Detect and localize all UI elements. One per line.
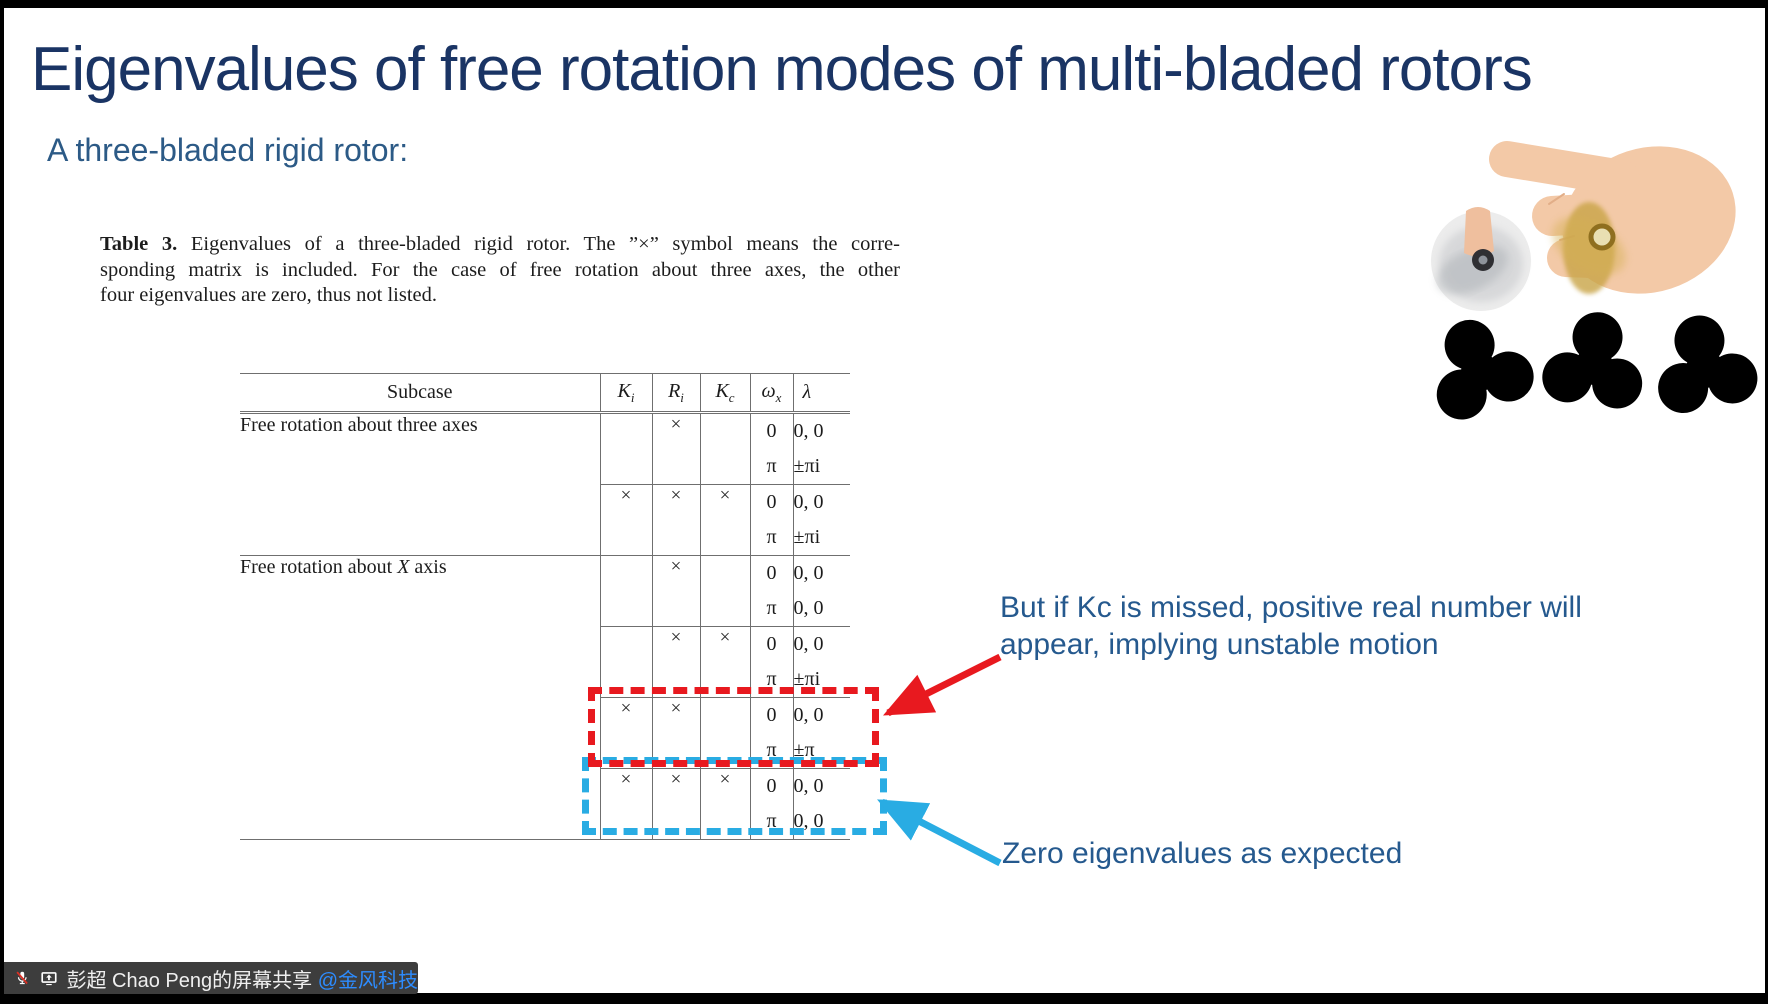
- share-bar-mention: @金风科技: [317, 969, 418, 992]
- red-arrow: [882, 653, 1002, 717]
- ri-cell: ×: [651, 555, 700, 627]
- ki-cell: ×: [599, 768, 652, 840]
- kc-cell: ×: [699, 626, 750, 698]
- caption-line2: sponding matrix is included. For the cas…: [100, 258, 900, 281]
- hand-photo: [1431, 141, 1736, 311]
- kc-cell: [699, 555, 750, 627]
- ri-cell: ×: [651, 412, 700, 485]
- ki-cell: [599, 412, 652, 485]
- omega-cell: 0: [749, 697, 793, 733]
- omega-cell: π: [749, 449, 793, 485]
- table-row: Free rotation about X axis × 0 0, 0: [240, 555, 850, 840]
- screen-share-bar[interactable]: 彭超 Chao Peng的屏幕共享 @金风科技: [4, 962, 418, 994]
- kc-cell: ×: [699, 768, 750, 840]
- table-row: × × 0 0, 0: [240, 626, 850, 698]
- ki-cell: ×: [599, 484, 652, 556]
- screen-share-icon: [40, 972, 57, 986]
- table-header-row: Subcase Ki Ri Kc ωx λ: [240, 373, 850, 414]
- annotation-unstable: But if Kc is missed, positive real numbe…: [1000, 589, 1680, 663]
- ri-cell: ×: [651, 626, 700, 698]
- header-subcase: Subcase: [240, 373, 600, 414]
- annotation-zero-eigenvalues: Zero eigenvalues as expected: [1002, 837, 1403, 870]
- table-row: Free rotation about three axes × 0 0, 0: [240, 412, 850, 485]
- ki-cell: [599, 555, 652, 627]
- fidget-spinner: [1418, 307, 1545, 434]
- lambda-cell: 0, 0: [792, 626, 850, 662]
- table-row: π ±πi: [240, 520, 850, 556]
- table-row: π ±πi: [240, 449, 850, 485]
- omega-cell: π: [749, 520, 793, 556]
- lambda-cell: ±πi: [792, 449, 850, 485]
- table-row-unstable: × × 0 0, 0: [240, 697, 850, 769]
- slide: Eigenvalues of free rotation modes of mu…: [4, 8, 1768, 994]
- slide-subtitle: A three-bladed rigid rotor:: [47, 132, 409, 168]
- ri-cell: ×: [651, 484, 700, 556]
- header-lambda: λ: [792, 373, 850, 414]
- caption-label: Table 3.: [100, 233, 178, 255]
- fidget-spinner: [1645, 306, 1768, 429]
- table-row: × × × 0 0, 0: [240, 484, 850, 556]
- header-ri: Ri: [651, 373, 700, 414]
- omega-cell: 0: [749, 626, 793, 662]
- omega-cell: 0: [749, 555, 793, 591]
- hand: [1489, 141, 1736, 294]
- annotation-unstable-line1: But if Kc is missed, positive real numbe…: [1000, 591, 1582, 624]
- subcase-cell: Free rotation about X axis: [240, 555, 600, 840]
- omega-cell: 0: [749, 484, 793, 520]
- omega-cell: π: [749, 591, 793, 627]
- lambda-cell: 0, 0: [792, 697, 850, 733]
- lambda-cell: 0, 0: [792, 412, 850, 449]
- lambda-cell: 0, 0: [792, 591, 850, 627]
- fidget-spinner: [1521, 290, 1671, 440]
- ri-cell: ×: [651, 697, 700, 769]
- lambda-cell: ±πi: [792, 520, 850, 556]
- caption-line1: Eigenvalues of a three-bladed rigid roto…: [177, 233, 900, 255]
- ki-cell: [599, 626, 652, 698]
- kc-cell: ×: [699, 484, 750, 556]
- kc-cell: [699, 697, 750, 769]
- blue-arrow: [877, 798, 1002, 867]
- ki-cell: ×: [599, 697, 652, 769]
- lambda-cell: 0, 0: [792, 768, 850, 804]
- mic-muted-icon: [16, 971, 28, 985]
- header-omega-x: ωx: [749, 373, 793, 414]
- photos: [1418, 141, 1768, 440]
- slide-title: Eigenvalues of free rotation modes of mu…: [31, 35, 1533, 104]
- header-ki: Ki: [599, 373, 652, 414]
- omega-cell: 0: [749, 768, 793, 804]
- blue-dashed-box: [582, 757, 887, 835]
- omega-cell: 0: [749, 412, 793, 449]
- share-bar-text: 彭超 Chao Peng的屏幕共享 @金风科技: [66, 969, 418, 992]
- table-caption: Table 3. Eigenvalues of a three-bladed r…: [100, 232, 900, 309]
- table-row: π 0, 0: [240, 591, 850, 627]
- caption-line3: four eigenvalues are zero, thus not list…: [100, 284, 437, 306]
- eigenvalue-table: Subcase Ki Ri Kc ωx λ Free rotation abou…: [240, 373, 850, 840]
- lambda-cell: 0, 0: [792, 484, 850, 520]
- header-kc: Kc: [699, 373, 750, 414]
- red-dashed-box: [588, 687, 879, 767]
- kc-cell: [699, 412, 750, 485]
- annotation-unstable-line2: appear, implying unstable motion: [1000, 628, 1439, 661]
- ri-cell: ×: [651, 768, 700, 840]
- gold-spinner-blur: [1552, 202, 1626, 294]
- lambda-cell: 0, 0: [792, 555, 850, 591]
- subcase-cell: Free rotation about three axes: [240, 414, 478, 436]
- table-row-zero: × × × 0 0, 0: [240, 768, 850, 840]
